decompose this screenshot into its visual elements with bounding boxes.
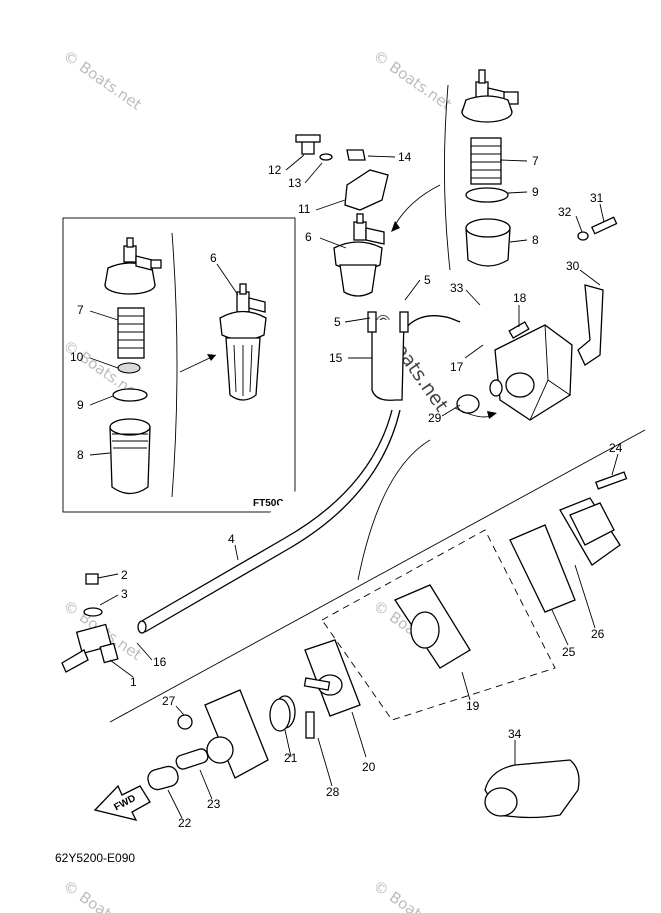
label-11: 11: [298, 202, 311, 216]
label-6: 6: [305, 230, 312, 244]
watermark: © Boats.net: [60, 877, 145, 913]
fuel-pump-18: [456, 216, 618, 421]
label-21: 21: [284, 751, 298, 765]
label-13: 13: [288, 176, 302, 190]
label-17: 17: [450, 360, 464, 374]
label-5: 5: [424, 273, 431, 287]
label-15: 15: [329, 351, 343, 365]
label-32: 32: [558, 205, 572, 219]
label-8: 8: [532, 233, 539, 247]
pump-parts-lower: [147, 471, 628, 819]
label-18: 18: [513, 291, 527, 305]
label-27: 27: [162, 694, 176, 708]
watermark: © Boats.net: [370, 47, 455, 114]
label-5: 5: [334, 315, 341, 329]
label-31: 31: [590, 191, 604, 205]
fwd-arrow: FWD: [93, 784, 151, 821]
label-16: 16: [153, 655, 167, 669]
watermark: © Boats.net: [60, 47, 145, 114]
label-10: 10: [70, 350, 84, 364]
label-9-inset: 9: [77, 398, 84, 412]
label-33: 33: [450, 281, 464, 295]
label-1: 1: [130, 675, 137, 689]
hoses: [137, 311, 461, 634]
watermark: © Boats.net: [370, 877, 455, 913]
label-25: 25: [562, 645, 576, 659]
label-14: 14: [398, 150, 412, 164]
label-34: 34: [508, 727, 522, 741]
label-2: 2: [121, 568, 128, 582]
upper-right-filter-group: [443, 69, 519, 271]
label-12: 12: [268, 163, 282, 177]
label-4: 4: [228, 532, 235, 546]
label-29: 29: [428, 411, 442, 425]
leader-lines: [89, 154, 619, 819]
label-9: 9: [532, 185, 539, 199]
filter-assembly-6: [295, 134, 389, 297]
label-23: 23: [207, 797, 221, 811]
label-20: 20: [362, 760, 376, 774]
drawing-code: 62Y5200-E090: [55, 851, 135, 865]
label-8-inset: 8: [77, 448, 84, 462]
label-6-inset: 6: [210, 251, 217, 265]
label-7-inset: 7: [77, 303, 84, 317]
inset-ft50c: FT50C: [62, 217, 296, 513]
label-26: 26: [591, 627, 605, 641]
label-7: 7: [532, 154, 539, 168]
label-22: 22: [178, 816, 192, 830]
inset-title: FT50C: [253, 498, 284, 509]
label-3: 3: [121, 587, 128, 601]
label-19: 19: [466, 699, 480, 713]
label-30: 30: [566, 259, 580, 273]
part-labels: 1 2 3 4 5 5 6 6 7 7 8 8 9 9 10 11 12 13 …: [70, 150, 623, 830]
label-28: 28: [326, 785, 340, 799]
valve-part-1: [61, 573, 119, 673]
label-24: 24: [609, 441, 623, 455]
